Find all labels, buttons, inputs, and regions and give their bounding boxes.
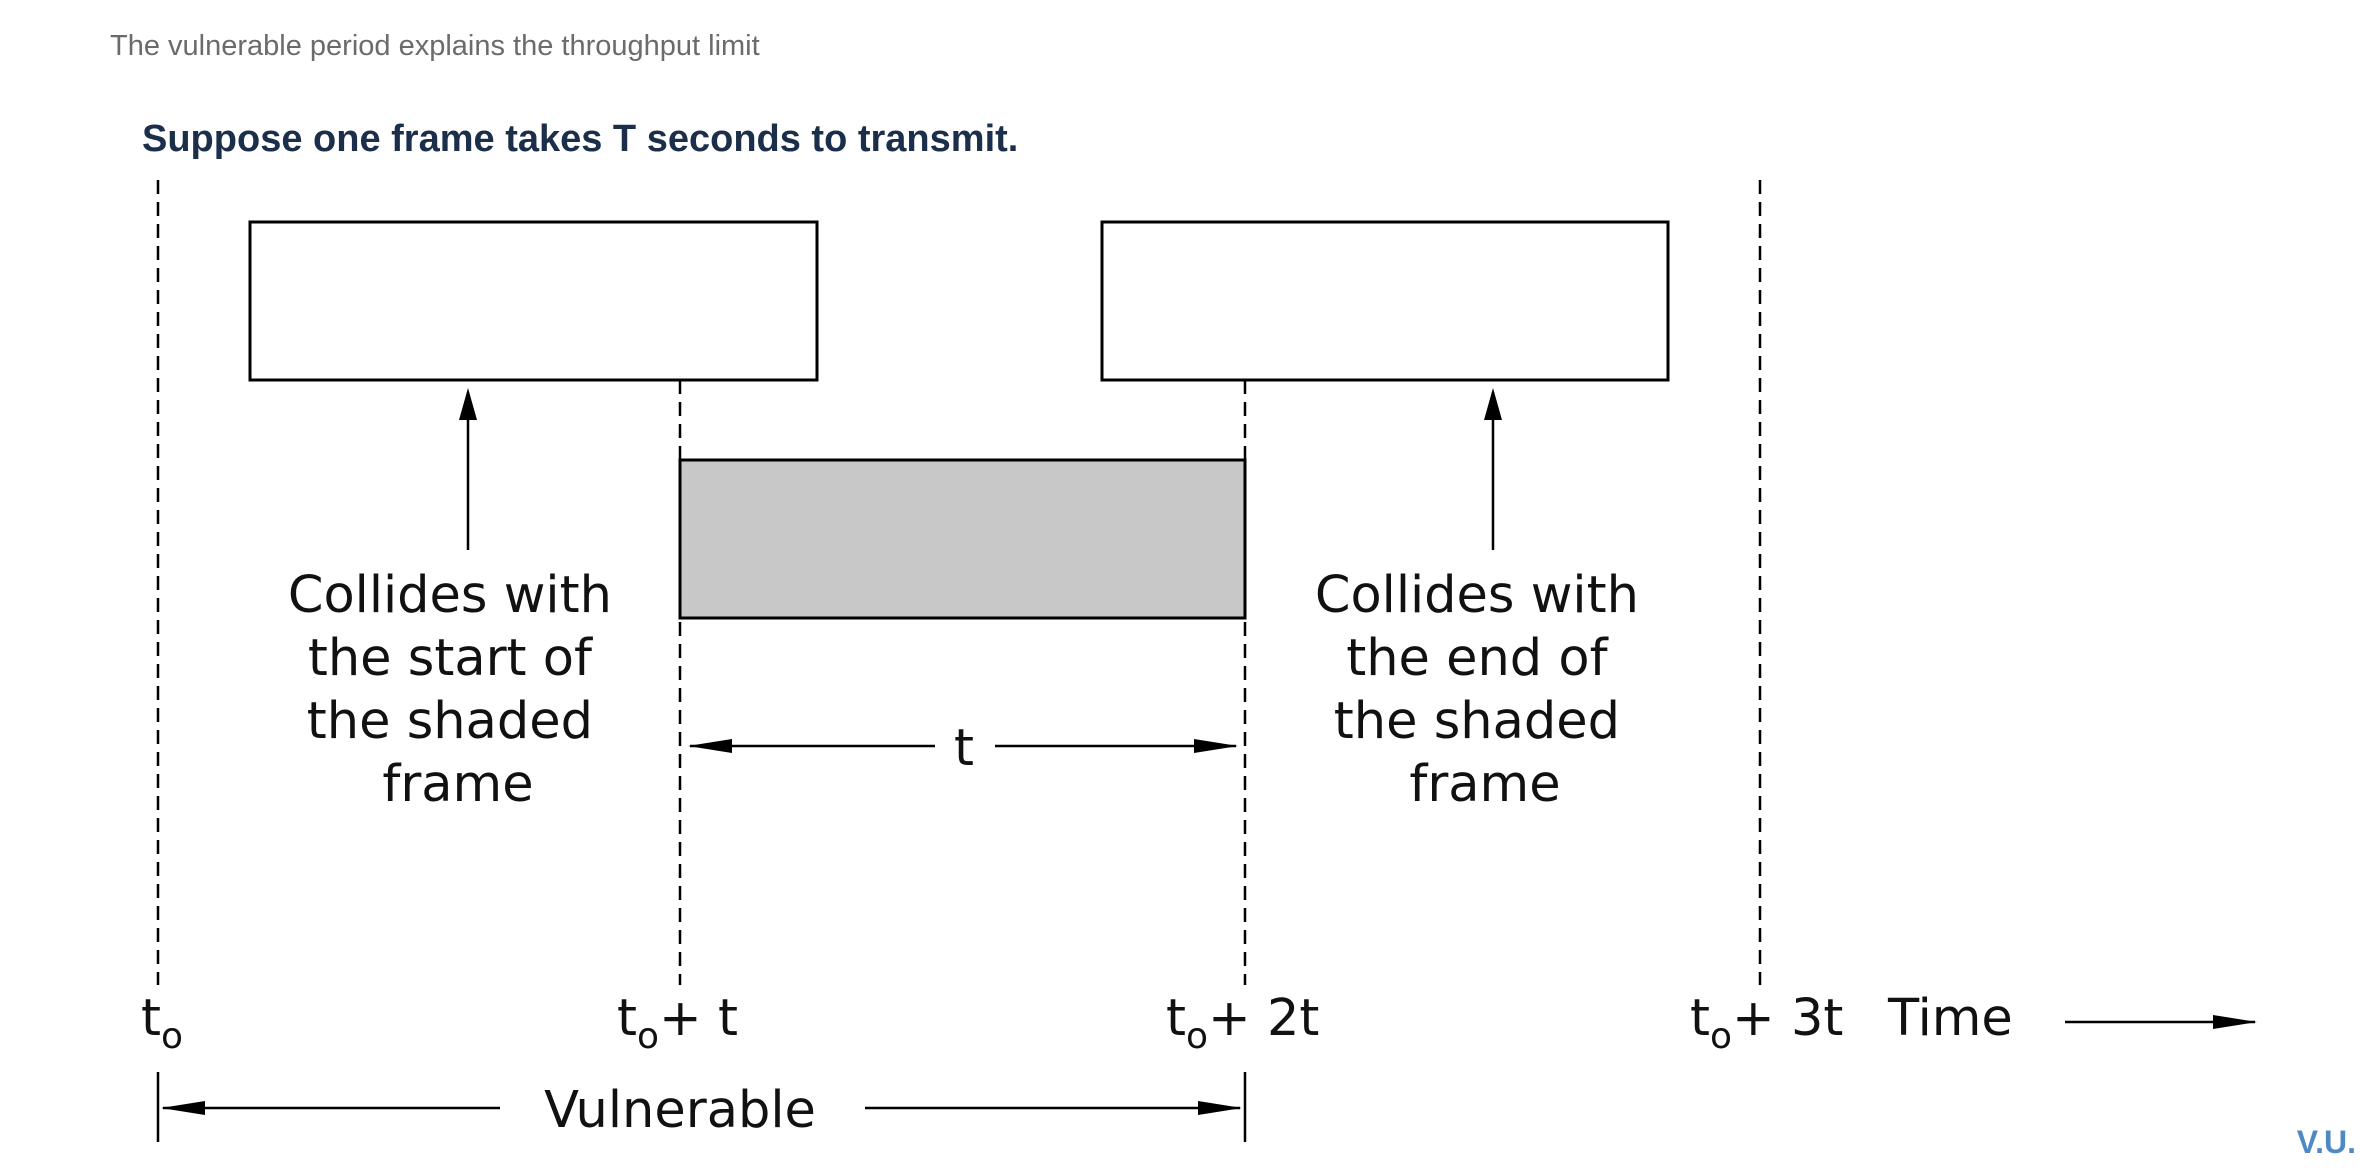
slide-caption: The vulnerable period explains the throu… — [110, 30, 760, 62]
interval-label: t — [954, 719, 974, 778]
left-note-arrowhead — [459, 388, 477, 420]
tick-t0-plus-2t: to+ 2t — [1166, 989, 1319, 1057]
right-note-line-2: the end of — [1346, 629, 1608, 688]
right-note-line-1: Collides with — [1315, 566, 1639, 625]
right-note-line-4: frame — [1409, 755, 1560, 814]
left-note: Collides with the start of the shaded fr… — [288, 566, 628, 814]
time-label: Time — [1887, 989, 2013, 1048]
left-note-line-3: the shaded — [307, 692, 593, 751]
footer-mark: V.U. — [2296, 1124, 2356, 1160]
tick-t0-plus-3t: to+ 3t — [1690, 989, 1843, 1057]
left-note-line-2: the start of — [308, 629, 593, 688]
right-note-arrowhead — [1484, 388, 1502, 420]
right-note-line-3: the shaded — [1334, 692, 1620, 751]
right-note: Collides with the end of the shaded fram… — [1315, 566, 1655, 814]
vulnerable-label: Vulnerable — [544, 1081, 816, 1140]
frame-box-left — [248, 220, 819, 382]
frame-box-right — [1100, 220, 1670, 382]
left-note-line-1: Collides with — [288, 566, 612, 625]
shaded-frame — [678, 458, 1247, 620]
left-note-line-4: frame — [382, 755, 533, 814]
tick-t0-plus-t: to+ t — [617, 989, 738, 1057]
tick-t0: to — [141, 989, 183, 1057]
slide-heading: Suppose one frame takes T seconds to tra… — [142, 118, 1019, 160]
